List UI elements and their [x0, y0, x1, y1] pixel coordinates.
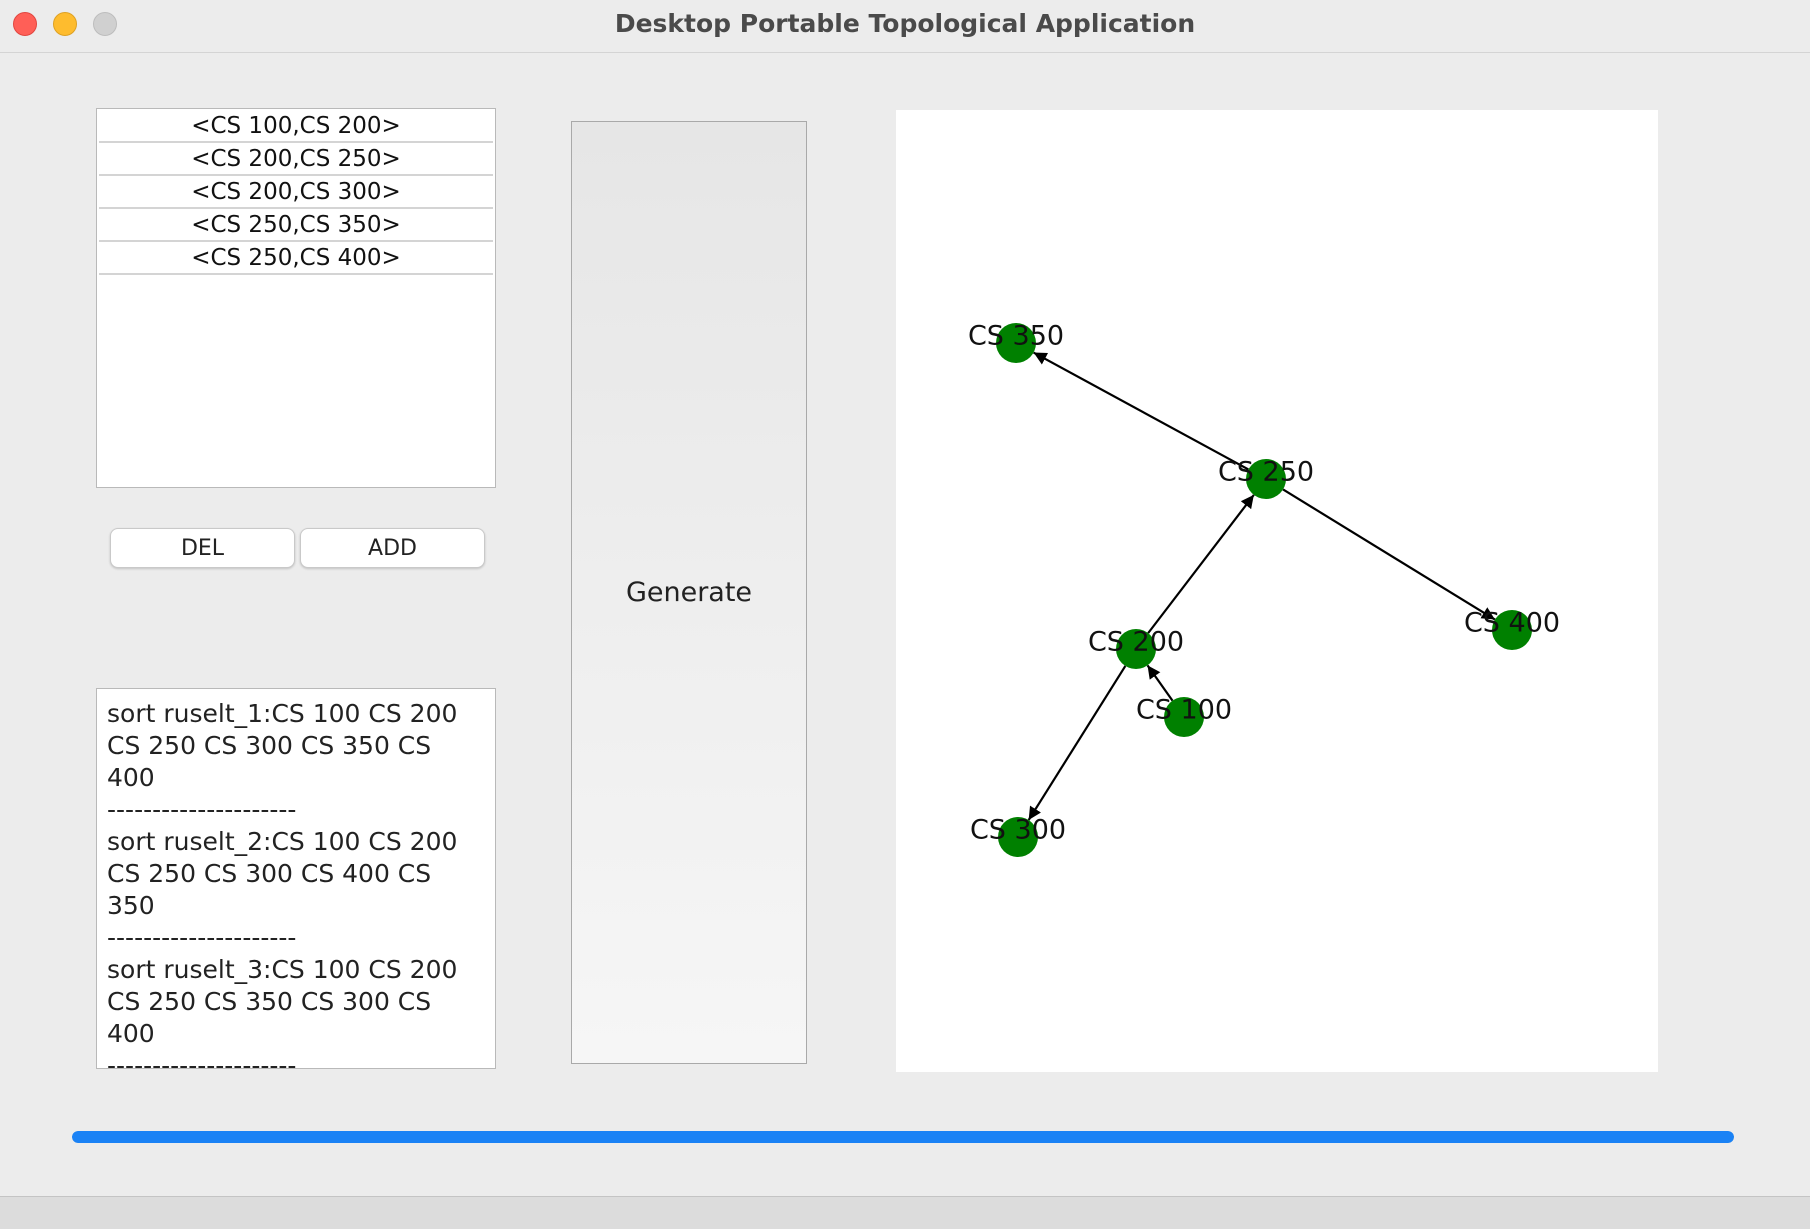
window-title: Desktop Portable Topological Application — [614, 9, 1196, 38]
close-window-button[interactable] — [13, 12, 37, 36]
graph-node-label: CS 300 — [970, 815, 1066, 846]
graph-node — [1246, 459, 1286, 499]
list-item[interactable]: <CS 250,CS 400> — [99, 242, 493, 275]
result-separator: --------------------- — [107, 923, 297, 952]
result-separator: --------------------- — [107, 1051, 297, 1069]
graph-canvas: CS 350 CS 250 CS 400 CS 200 CS 100 CS 300 — [896, 110, 1658, 1072]
bottom-strip — [0, 1196, 1810, 1229]
del-button[interactable]: DEL — [110, 528, 295, 568]
graph-node — [998, 817, 1038, 857]
graph-edge — [1027, 665, 1127, 821]
graph-edge — [1033, 351, 1249, 471]
edge-list[interactable]: <CS 100,CS 200> <CS 200,CS 250> <CS 200,… — [96, 108, 496, 488]
graph-node-label: CS 350 — [968, 321, 1064, 352]
graph-edge — [1147, 494, 1255, 634]
list-item[interactable]: <CS 200,CS 250> — [99, 143, 493, 176]
title-bar: Desktop Portable Topological Application — [0, 0, 1810, 53]
minimize-window-button[interactable] — [53, 12, 77, 36]
list-item[interactable]: <CS 250,CS 350> — [99, 209, 493, 242]
graph-node-label: CS 400 — [1464, 608, 1560, 639]
result-separator: --------------------- — [107, 795, 297, 824]
result-line: sort ruselt_1:CS 100 CS 200 CS 250 CS 30… — [107, 699, 458, 792]
progress-bar — [72, 1131, 1734, 1143]
generate-button[interactable]: Generate — [571, 121, 807, 1064]
graph-edges — [1027, 351, 1496, 821]
graph-node — [1492, 610, 1532, 650]
graph-edge — [1146, 664, 1174, 702]
add-button[interactable]: ADD — [300, 528, 485, 568]
list-item[interactable]: <CS 100,CS 200> — [99, 110, 493, 143]
list-item[interactable]: <CS 200,CS 300> — [99, 176, 493, 209]
graph-svg: CS 350 CS 250 CS 400 CS 200 CS 100 CS 300 — [968, 321, 1560, 857]
graph-node-label: CS 200 — [1088, 627, 1184, 658]
graph-node — [1116, 629, 1156, 669]
progress-bar-fill — [72, 1131, 1734, 1143]
result-line: sort ruselt_2:CS 100 CS 200 CS 250 CS 30… — [107, 827, 458, 920]
graph-nodes — [996, 323, 1532, 857]
graph-labels: CS 350 CS 250 CS 400 CS 200 CS 100 CS 300 — [968, 321, 1560, 846]
sort-results-text-area[interactable]: sort ruselt_1:CS 100 CS 200 CS 250 CS 30… — [96, 688, 496, 1069]
graph-node-label: CS 250 — [1218, 457, 1314, 488]
graph-node-label: CS 100 — [1136, 695, 1232, 726]
result-line: sort ruselt_3:CS 100 CS 200 CS 250 CS 35… — [107, 955, 458, 1048]
zoom-window-button[interactable] — [93, 12, 117, 36]
generate-button-label: Generate — [625, 577, 753, 608]
graph-edge — [1282, 488, 1496, 621]
graph-node — [996, 323, 1036, 363]
graph-node — [1164, 697, 1204, 737]
